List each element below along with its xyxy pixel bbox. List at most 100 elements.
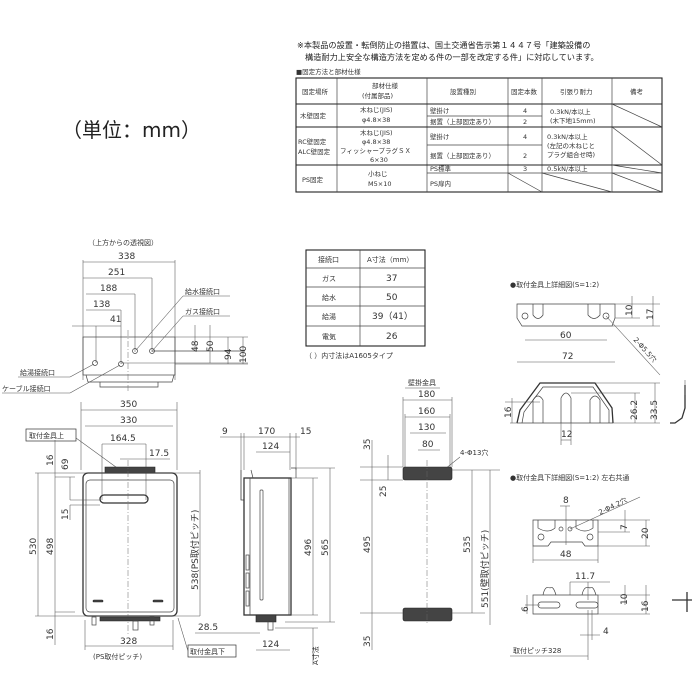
note-line-2: 構造耐力上安全な構造方法を定める件の一部を改定する件」に対応しています。 (305, 52, 599, 62)
cell: 木ねじ(JIS) (360, 128, 393, 137)
dim: 496 (304, 539, 314, 556)
cell: 木ねじ(JIS) (360, 105, 393, 114)
dim: 2-Φ5.5穴 (632, 335, 659, 364)
dim: 25 (379, 486, 389, 497)
dim: 48 (191, 340, 201, 352)
label-gas-inlet: ガス接続口 (185, 307, 220, 316)
dim: 6 (521, 606, 531, 612)
dim: 17 (646, 309, 656, 320)
dim: 538(PS取付ピッチ) (190, 510, 201, 590)
side-view: 9 170 15 124 496 565 A寸法 28.5 124 取付金具下 (177, 427, 335, 665)
th-spec-sub: (付属部品) (362, 91, 393, 100)
dim: 8 (563, 496, 569, 506)
cell: (木下地15mm) (550, 116, 596, 125)
dim: 60 (560, 331, 572, 341)
dim: 41 (110, 315, 121, 325)
dim: 50 (206, 340, 216, 352)
dim: 80 (422, 440, 434, 450)
title: ●取付金具上詳細図(S=1:2) (510, 280, 599, 289)
dim: 160 (418, 407, 435, 417)
dim: 170 (258, 427, 275, 437)
cell: PS扉内 (430, 179, 451, 188)
header: 接続口 (318, 255, 339, 264)
dim: 17.5 (149, 449, 169, 459)
cell: ALC壁固定 (298, 147, 331, 156)
label-cable-inlet: ケーブル接続口 (2, 384, 51, 393)
dim: 4-Φ13穴 (460, 448, 488, 457)
dim: 16 (46, 454, 56, 466)
dim: 15 (61, 509, 71, 520)
cell: 4 (523, 133, 527, 141)
dim: 180 (418, 390, 435, 400)
dim: 16 (46, 628, 56, 640)
dim: A寸法 (311, 646, 320, 665)
cell: 壁掛け (430, 106, 450, 115)
cell: 木壁固定 (300, 111, 327, 120)
table-title: ■固定方法と部材仕様 (296, 67, 361, 76)
dim: 35 (363, 636, 373, 647)
dim: 15 (300, 427, 311, 437)
dim: 530 (29, 538, 39, 555)
note-line-1: ※本製品の設置・転倒防止の措置は、国土交通省告示第１４４７号「建築設備の (297, 40, 590, 50)
dim: 16 (641, 600, 651, 612)
cell: 給湯 (322, 312, 336, 321)
dim: 35 (363, 439, 373, 450)
dim: 11.7 (575, 572, 595, 582)
dim: 164.5 (110, 434, 136, 444)
dim: 330 (120, 416, 137, 426)
cell: RC壁固定 (298, 137, 327, 146)
dim: 26.2 (630, 400, 640, 420)
dim: 130 (418, 423, 435, 433)
bottom-bracket-detail: ●取付金具下詳細図(S=1:2) 左右共通 8 2-Φ4.2穴 7 20 48 … (510, 473, 692, 660)
th-remarks: 備考 (630, 87, 644, 96)
dim: 9 (222, 427, 228, 437)
cell: 据置（上部固定あり） (430, 117, 495, 126)
th-count: 固定本数 (511, 87, 538, 96)
dim: 138 (93, 300, 110, 310)
front-view: 350 330 164.5 17.5 取付金具上 16 69 15 530 49… (25, 400, 201, 661)
dim: 124 (262, 640, 279, 650)
dim: 338 (118, 252, 135, 262)
dim: 12 (561, 430, 572, 440)
dim: 188 (100, 284, 117, 294)
cell: 6×30 (370, 156, 388, 164)
dim: 10 (625, 304, 635, 316)
th-strength: 引張り耐力 (560, 87, 593, 96)
dim: 7 (620, 524, 630, 530)
cell: 50 (386, 293, 398, 303)
dim: 10 (620, 593, 630, 605)
cell: 3 (523, 165, 527, 173)
cell: 26 (386, 332, 398, 342)
dim: 328 (120, 637, 137, 647)
title: ●取付金具下詳細図(S=1:2) 左右共通 (510, 473, 629, 482)
cell: PS固定 (302, 175, 324, 184)
cell: プラグ組合せ時) (547, 150, 595, 159)
top-bracket-detail: ●取付金具上詳細図(S=1:2) 60 10 17 2-Φ5.5穴 72 16 … (504, 280, 686, 445)
cell: φ4.8×38 (362, 138, 390, 146)
note: （ ）内寸法はA1605タイプ (305, 351, 393, 360)
cell: 電気 (322, 332, 336, 341)
wall-bracket-view: 壁掛金具 180 160 130 80 4-Φ13穴 35 25 495 35 … (360, 378, 500, 650)
dim: 124 (262, 442, 279, 452)
dim: 495 (363, 536, 373, 553)
cell: 39（41） (372, 311, 413, 322)
dim: 498 (46, 538, 56, 555)
title: （上方からの透視図） (88, 238, 158, 247)
dim: 4 (603, 627, 609, 637)
label-bottom-bracket: 取付金具下 (190, 647, 225, 656)
title: 壁掛金具 (408, 378, 436, 387)
fixing-method-table: 固定場所 部材仕様 (付属部品) 設置種別 固定本数 引張り耐力 備考 木壁固定… (295, 77, 663, 193)
cell: 壁掛け (430, 132, 450, 141)
dim: 565 (321, 539, 331, 556)
label-hot-water-outlet: 給湯接続口 (20, 368, 55, 377)
th-place: 固定場所 (302, 87, 329, 96)
cell: 0.3kN/本以上 (547, 132, 588, 141)
cell: PS標準 (430, 164, 452, 173)
dim: 535 (463, 536, 473, 553)
dim: 2-Φ4.2穴 (597, 495, 628, 517)
dim: 100 (239, 346, 249, 363)
dim: 48 (560, 550, 572, 560)
cell: 4 (523, 107, 527, 115)
th-spec: 部材仕様 (372, 81, 399, 90)
